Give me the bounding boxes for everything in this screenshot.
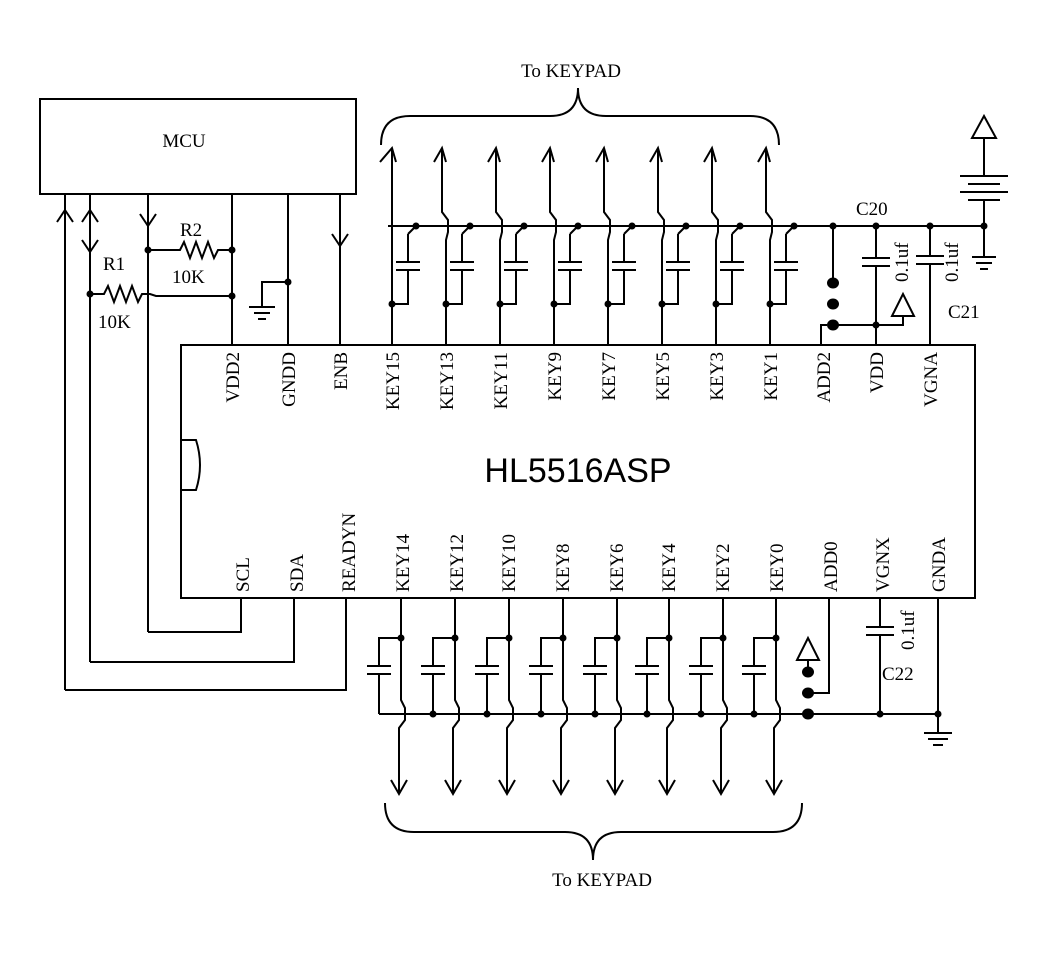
r2-ref: R2 (180, 220, 202, 241)
top-key-line (703, 145, 744, 345)
bottom-pin-label: READYN (339, 513, 360, 592)
top-keypad-label: To KEYPAD (521, 61, 621, 82)
bottom-key-line (529, 598, 570, 797)
bottom-pin-label: SDA (287, 554, 308, 592)
top-pin-label: KEY9 (545, 352, 566, 401)
bottom-keypad-label: To KEYPAD (552, 870, 652, 891)
mcu-block (39, 98, 357, 195)
top-key-line (487, 145, 528, 345)
top-key-line (433, 145, 474, 345)
top-key-line (649, 145, 690, 345)
top-pin-label: VDD (867, 352, 888, 393)
top-pin-label: GNDD (279, 352, 300, 407)
r1-value: 10K (98, 312, 131, 333)
bottom-key-line (421, 598, 462, 797)
bottom-key-line (689, 598, 730, 797)
chip-notch (181, 439, 201, 491)
top-pin-label: ENB (331, 352, 352, 390)
c21-value: 0.1uf (942, 242, 963, 282)
c20-value: 0.1uf (892, 242, 913, 282)
bottom-key-line (583, 598, 624, 797)
bottom-key-line (367, 598, 408, 797)
top-key-line (379, 145, 420, 345)
bottom-pin-label: KEY6 (607, 543, 628, 592)
bottom-key-line (635, 598, 676, 797)
top-pin-label: KEY7 (599, 352, 620, 401)
bottom-pin-label: KEY12 (447, 534, 468, 592)
top-pin-label: KEY5 (653, 352, 674, 401)
chip-title: HL5516ASP (484, 452, 671, 490)
mcu-label: MCU (162, 131, 206, 152)
bottom-pin-label: KEY14 (393, 533, 414, 592)
bottom-key-line (742, 598, 783, 797)
mcu-wiring (56, 194, 349, 691)
r2-value: 10K (172, 267, 205, 288)
bottom-pin-label: KEY4 (659, 543, 680, 592)
bottom-power (795, 598, 952, 746)
top-key-line (757, 145, 798, 345)
c22-ref: C22 (882, 664, 914, 685)
top-key-line (541, 145, 582, 345)
bottom-pin-label: GNDA (929, 537, 950, 592)
top-pin-label: VDD2 (223, 352, 244, 403)
bottom-key-line (475, 598, 516, 797)
top-pin-label: KEY13 (437, 352, 458, 410)
top-key-lines (379, 145, 798, 345)
top-pin-label: ADD2 (814, 352, 835, 403)
c22-value: 0.1uf (898, 610, 919, 650)
bottom-keypad-brace (384, 802, 803, 861)
top-keypad-brace (380, 87, 780, 146)
top-key-line (595, 145, 636, 345)
bottom-pin-label: KEY10 (499, 534, 520, 592)
bottom-pin-label: SCL (233, 557, 254, 592)
top-pin-label: KEY11 (491, 352, 512, 409)
power-section (820, 113, 1008, 345)
bottom-pin-label: KEY8 (553, 543, 574, 592)
top-pin-label: KEY3 (707, 352, 728, 401)
c20-ref: C20 (856, 199, 888, 220)
bottom-key-lines (367, 598, 783, 797)
top-pin-label: KEY15 (383, 352, 404, 410)
top-pin-label: VGNA (921, 352, 942, 407)
bottom-pin-label: ADD0 (821, 541, 842, 592)
top-pin-labels: VDD2 GNDD ENB KEY15 KEY13 KEY11 KEY9 KEY7 KEY5 KE… (223, 352, 942, 410)
bottom-pin-label: KEY2 (713, 543, 734, 592)
bottom-pin-label: VGNX (873, 537, 894, 592)
bottom-pin-label: KEY0 (767, 543, 788, 592)
bottom-pin-labels: SCL SDA READYN KEY14 KEY12 KEY10 KEY8 KEY6 KEY4 K… (233, 513, 950, 592)
c21-ref: C21 (948, 302, 980, 323)
r1-ref: R1 (103, 254, 125, 275)
chip-body (180, 344, 976, 599)
top-pin-label: KEY1 (761, 352, 782, 401)
